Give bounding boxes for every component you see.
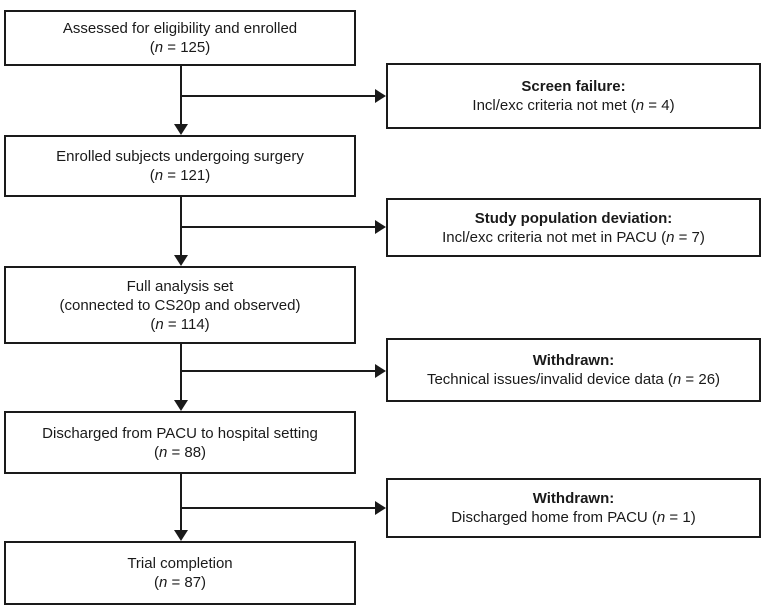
arrow-down-icon bbox=[174, 124, 188, 135]
flow-box-assessed-enrolled: Assessed for eligibility and enrolled (n… bbox=[4, 10, 356, 66]
flow-box-full-analysis-set: Full analysis set (connected to CS20p an… bbox=[4, 266, 356, 344]
box-detail: Discharged home from PACU (n = 1) bbox=[451, 509, 696, 526]
box-detail: Incl/exc criteria not met in PACU (n = 7… bbox=[442, 228, 705, 246]
box-count: (n = 121) bbox=[149, 167, 211, 184]
connector-line-full-analysis-to-discharged bbox=[180, 344, 182, 402]
box-detail: Incl/exc criteria not met (n = 4) bbox=[472, 97, 675, 114]
box-line: (connected to CS20p and observed) bbox=[59, 296, 301, 314]
branch-line-withdrawn-technical bbox=[180, 370, 376, 372]
flow-box-trial-completion: Trial completion (n = 87) bbox=[4, 541, 356, 605]
branch-line-withdrawn-discharged-home bbox=[180, 507, 376, 509]
connector-line-discharged-to-completion bbox=[180, 474, 182, 532]
box-count: (n = 114) bbox=[150, 315, 210, 333]
arrow-right-icon bbox=[375, 364, 386, 378]
branch-line-screen-failure bbox=[180, 95, 376, 97]
flow-box-enrolled-surgery: Enrolled subjects undergoing surgery (n … bbox=[4, 135, 356, 197]
box-line: Full analysis set bbox=[126, 277, 234, 295]
arrow-right-icon bbox=[375, 220, 386, 234]
side-box-screen-failure: Screen failure: Incl/exc criteria not me… bbox=[386, 63, 761, 129]
box-title: Study population deviation: bbox=[474, 209, 673, 227]
box-line: Discharged from PACU to hospital setting bbox=[42, 424, 318, 442]
arrow-down-icon bbox=[174, 400, 188, 411]
arrow-right-icon bbox=[375, 89, 386, 103]
side-box-withdrawn-discharged-home: Withdrawn: Discharged home from PACU (n … bbox=[386, 478, 761, 538]
side-box-study-population-deviation: Study population deviation: Incl/exc cri… bbox=[386, 198, 761, 257]
box-title: Withdrawn: bbox=[532, 490, 615, 507]
box-title: Screen failure: bbox=[521, 78, 626, 95]
branch-line-study-population-deviation bbox=[180, 226, 376, 228]
arrow-down-icon bbox=[174, 255, 188, 266]
box-title: Withdrawn: bbox=[532, 352, 615, 369]
box-line: Assessed for eligibility and enrolled bbox=[62, 20, 298, 37]
arrow-right-icon bbox=[375, 501, 386, 515]
arrow-down-icon bbox=[174, 530, 188, 541]
box-detail: Technical issues/invalid device data (n … bbox=[426, 371, 721, 388]
box-line: Trial completion bbox=[127, 555, 233, 572]
box-line: Enrolled subjects undergoing surgery bbox=[56, 148, 304, 165]
box-count: (n = 125) bbox=[149, 39, 211, 56]
box-count: (n = 87) bbox=[153, 574, 207, 591]
flow-box-discharged-pacu: Discharged from PACU to hospital setting… bbox=[4, 411, 356, 474]
side-box-withdrawn-technical: Withdrawn: Technical issues/invalid devi… bbox=[386, 338, 761, 402]
box-count: (n = 88) bbox=[153, 443, 207, 461]
